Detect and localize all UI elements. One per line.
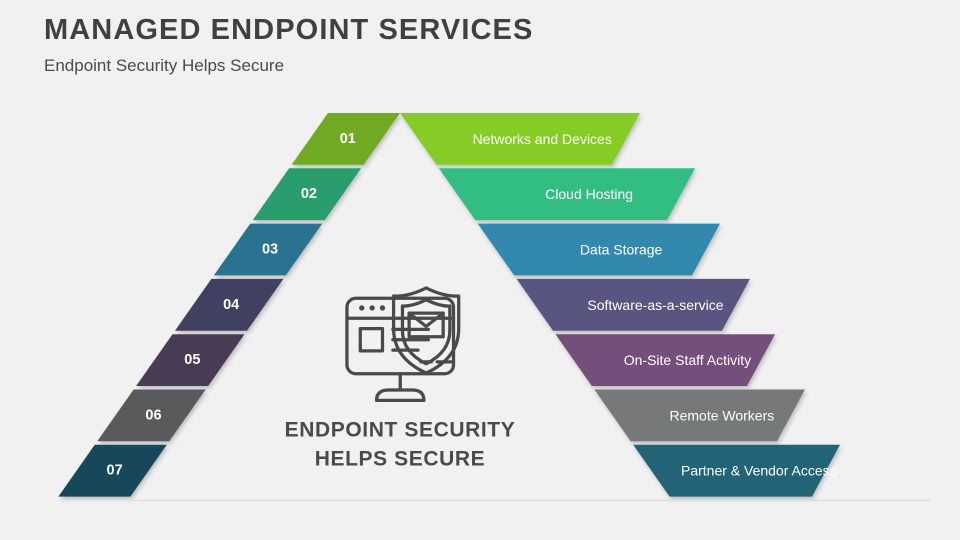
banner-label: Partner & Vendor Access xyxy=(681,463,837,479)
number-band-shape xyxy=(97,389,206,442)
banner-shape xyxy=(555,334,775,386)
row-number: 02 xyxy=(301,186,317,202)
row-number: 01 xyxy=(340,131,356,147)
banner-label: Data Storage xyxy=(580,242,663,258)
number-band-shape xyxy=(136,334,245,386)
center-caption-line2: HELPS SECURE xyxy=(315,448,486,471)
header: MANAGED ENDPOINT SERVICES Endpoint Secur… xyxy=(44,14,533,76)
number-band-shape xyxy=(213,223,323,276)
monitor-shield-icon xyxy=(345,286,461,403)
banner-shape xyxy=(438,168,695,221)
banner-shape xyxy=(477,223,720,276)
pyramid-row-number-02[interactable]: 02 xyxy=(252,168,362,221)
center-caption-line1: ENDPOINT SECURITY xyxy=(285,419,516,442)
number-band-shape xyxy=(252,168,362,221)
pyramid-row-banner-01[interactable]: Networks and Devices xyxy=(400,113,640,165)
number-band-shape xyxy=(291,113,400,165)
center-caption: ENDPOINT SECURITY HELPS SECURE xyxy=(285,419,516,471)
banner-shape xyxy=(594,389,805,442)
pyramid-row-number-01[interactable]: 01 xyxy=(291,113,400,165)
left-edge-group: 01 02 03 04 05 06 07 xyxy=(58,113,400,497)
banner-shape xyxy=(400,113,640,165)
banner-shape xyxy=(516,278,750,331)
row-number: 04 xyxy=(223,297,239,313)
banner-label: On-Site Staff Activity xyxy=(624,352,751,368)
number-band-shape xyxy=(174,278,284,331)
pyramid-row-number-07[interactable]: 07 xyxy=(58,444,167,497)
pyramid-row-number-06[interactable]: 06 xyxy=(97,389,206,442)
pyramid-row-number-05[interactable]: 05 xyxy=(136,334,245,386)
banner-label: Cloud Hosting xyxy=(545,186,633,202)
page-title: MANAGED ENDPOINT SERVICES xyxy=(44,14,534,46)
pyramid-row-number-03[interactable]: 03 xyxy=(213,223,323,276)
banner-label: Networks and Devices xyxy=(473,131,612,147)
row-number: 03 xyxy=(262,242,278,258)
pyramid-row-number-04[interactable]: 04 xyxy=(174,278,284,331)
pyramid-row-banner-05[interactable]: On-Site Staff Activity xyxy=(555,334,775,386)
page-subtitle: Endpoint Security Helps Secure xyxy=(44,56,285,76)
pyramid-row-banner-07[interactable]: Partner & Vendor Access xyxy=(633,444,840,497)
row-number: 07 xyxy=(107,463,123,479)
pyramid-row-banner-04[interactable]: Software-as-a-service xyxy=(516,278,750,331)
banner-label: Software-as-a-service xyxy=(587,297,723,313)
number-band-shape xyxy=(58,444,167,497)
banner-label: Remote Workers xyxy=(669,407,774,423)
banner-shape xyxy=(633,444,840,497)
row-number: 05 xyxy=(184,352,200,368)
pyramid-row-banner-03[interactable]: Data Storage xyxy=(477,223,720,276)
pyramid-row-banner-06[interactable]: Remote Workers xyxy=(594,389,805,442)
pyramid-row-banner-02[interactable]: Cloud Hosting xyxy=(438,168,695,221)
row-number: 06 xyxy=(145,407,161,423)
